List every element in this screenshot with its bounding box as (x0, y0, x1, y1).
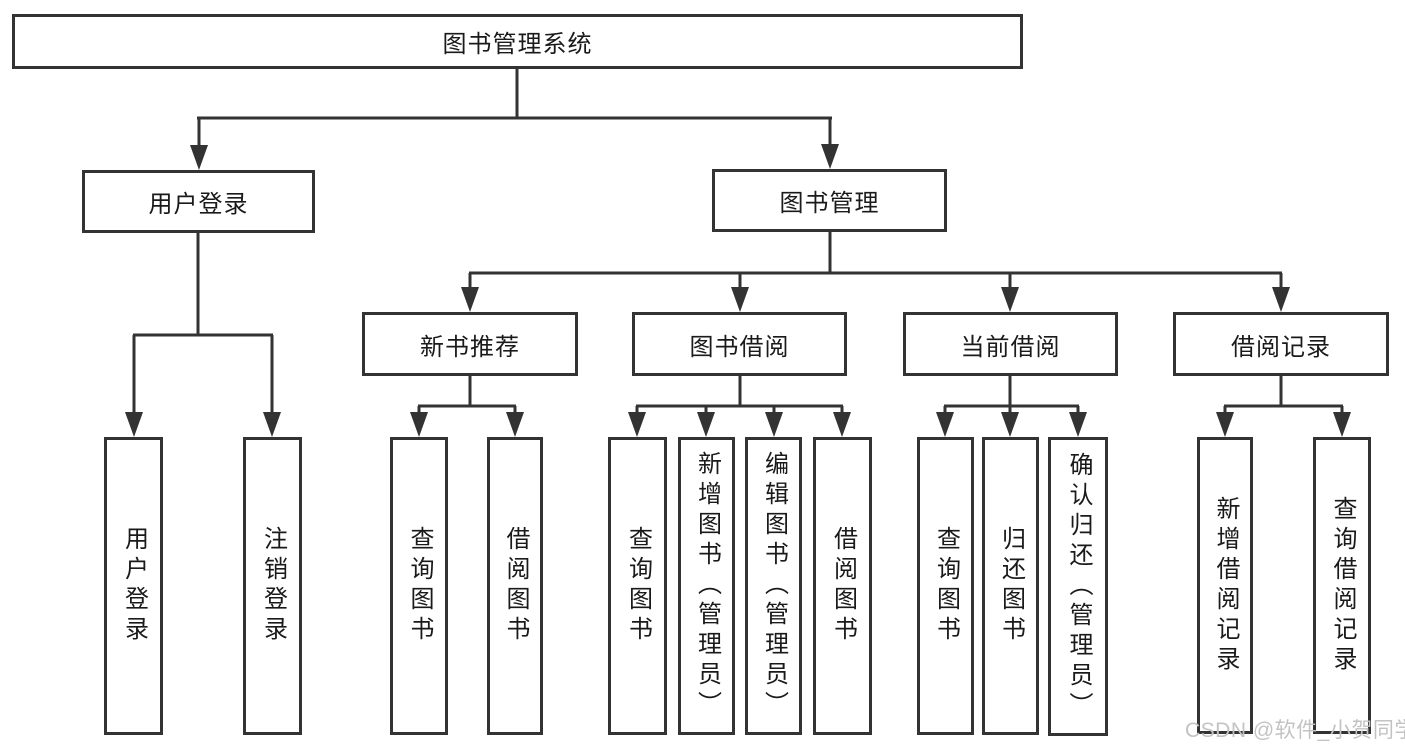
leaf-logout: 注销登录 (243, 437, 302, 735)
node-current-borrow-label: 当前借阅 (960, 333, 1061, 361)
leaf-return-book: 归还图书 (982, 437, 1039, 735)
leaf-add-book-admin-label: 新增图书（管理员） (693, 451, 721, 721)
leaf-borrow-book-recommend-label: 借阅图书 (502, 526, 529, 646)
arrowhead-down-icon (125, 412, 143, 437)
arrowhead-down-icon (1001, 287, 1019, 312)
node-borrow-record-label: 借阅记录 (1231, 333, 1331, 361)
node-system-root-label: 图书管理系统 (442, 31, 593, 58)
node-user-login-label: 用户登录 (148, 191, 249, 218)
leaf-query-book-borrow: 查询图书 (608, 437, 667, 735)
leaf-query-book-borrow-label: 查询图书 (624, 526, 652, 646)
leaf-query-book-current: 查询图书 (917, 437, 974, 735)
leaf-borrow-book-label: 借阅图书 (829, 526, 857, 646)
leaf-confirm-return-admin-label: 确认归还（管理员） (1065, 451, 1092, 722)
arrowhead-down-icon (1216, 412, 1234, 437)
csdn-watermark: CSDN @软件_小贺同学 (1185, 719, 1405, 742)
node-book-management-label: 图书管理 (779, 190, 880, 217)
leaf-query-borrow-record: 查询借阅记录 (1313, 437, 1371, 734)
leaf-edit-book-admin-label: 编辑图书（管理员） (760, 451, 788, 721)
arrowhead-down-icon (731, 287, 749, 312)
leaf-user-login: 用户登录 (104, 437, 163, 735)
leaf-borrow-book: 借阅图书 (813, 437, 872, 735)
arrowhead-down-icon (1333, 412, 1351, 437)
arrowhead-down-icon (765, 412, 783, 437)
arrowhead-down-icon (1069, 412, 1087, 437)
leaf-add-book-admin: 新增图书（管理员） (678, 437, 735, 735)
arrowhead-down-icon (833, 412, 851, 437)
node-system-root: 图书管理系统 (12, 14, 1023, 69)
arrowhead-down-icon (1272, 287, 1290, 312)
leaf-query-book-current-label: 查询图书 (932, 526, 960, 646)
arrowhead-down-icon (410, 412, 428, 437)
node-current-borrow: 当前借阅 (903, 312, 1118, 376)
leaf-add-borrow-record: 新增借阅记录 (1197, 437, 1253, 734)
leaf-return-book-label: 归还图书 (997, 526, 1025, 646)
leaf-add-borrow-record-label: 新增借阅记录 (1212, 495, 1239, 676)
arrowhead-down-icon (190, 145, 208, 170)
leaf-user-login-label: 用户登录 (120, 526, 148, 646)
leaf-query-book-recommend: 查询图书 (390, 437, 448, 735)
leaf-edit-book-admin: 编辑图书（管理员） (745, 437, 802, 735)
arrowhead-down-icon (628, 412, 646, 437)
node-borrow-record: 借阅记录 (1173, 312, 1389, 376)
node-new-book-recommend-label: 新书推荐 (420, 333, 520, 361)
leaf-confirm-return-admin: 确认归还（管理员） (1048, 437, 1108, 736)
leaf-logout-label: 注销登录 (259, 526, 287, 646)
node-book-borrow: 图书借阅 (632, 312, 847, 376)
arrowhead-down-icon (697, 412, 715, 437)
arrowhead-down-icon (506, 412, 524, 437)
node-new-book-recommend: 新书推荐 (362, 312, 578, 376)
leaf-query-borrow-record-label: 查询借阅记录 (1329, 495, 1356, 676)
arrowhead-down-icon (821, 144, 839, 169)
node-user-login: 用户登录 (82, 170, 315, 233)
leaf-query-book-recommend-label: 查询图书 (406, 526, 433, 646)
arrowhead-down-icon (461, 287, 479, 312)
arrowhead-down-icon (1001, 412, 1019, 437)
arrowhead-down-icon (936, 412, 954, 437)
leaf-borrow-book-recommend: 借阅图书 (487, 437, 543, 735)
node-book-borrow-label: 图书借阅 (689, 333, 790, 361)
arrowhead-down-icon (263, 412, 281, 437)
node-book-management: 图书管理 (712, 169, 947, 232)
